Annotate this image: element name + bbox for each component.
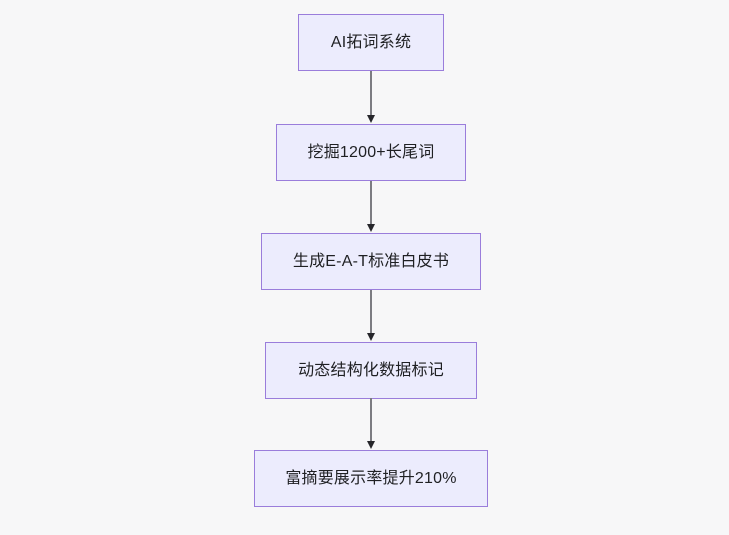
flow-node-label: 挖掘1200+长尾词: [307, 143, 435, 161]
flow-node-mine-longtail-keywords[interactable]: 挖掘1200+长尾词: [276, 124, 466, 181]
flow-arrowhead-3: [366, 333, 375, 341]
flow-arrowhead-4: [366, 441, 375, 449]
flow-node-label: AI拓词系统: [330, 33, 412, 51]
flow-node-dynamic-structured-data-markup[interactable]: 动态结构化数据标记: [265, 342, 477, 399]
flow-node-label: 富摘要展示率提升210%: [285, 469, 457, 487]
flow-node-ai-keyword-system[interactable]: AI拓词系统: [298, 14, 444, 71]
flow-arrowhead-2: [366, 224, 375, 232]
flow-edge-4: [370, 398, 372, 442]
flow-node-label: 生成E-A-T标准白皮书: [292, 252, 450, 270]
flow-edge-1: [370, 71, 372, 116]
flow-arrowhead-1: [366, 115, 375, 123]
flow-edge-3: [370, 290, 372, 334]
flow-node-rich-snippet-impression-lift[interactable]: 富摘要展示率提升210%: [254, 450, 488, 507]
flow-node-generate-eat-whitepaper[interactable]: 生成E-A-T标准白皮书: [261, 233, 481, 290]
flow-edge-2: [370, 181, 372, 225]
flow-node-label: 动态结构化数据标记: [298, 361, 444, 379]
